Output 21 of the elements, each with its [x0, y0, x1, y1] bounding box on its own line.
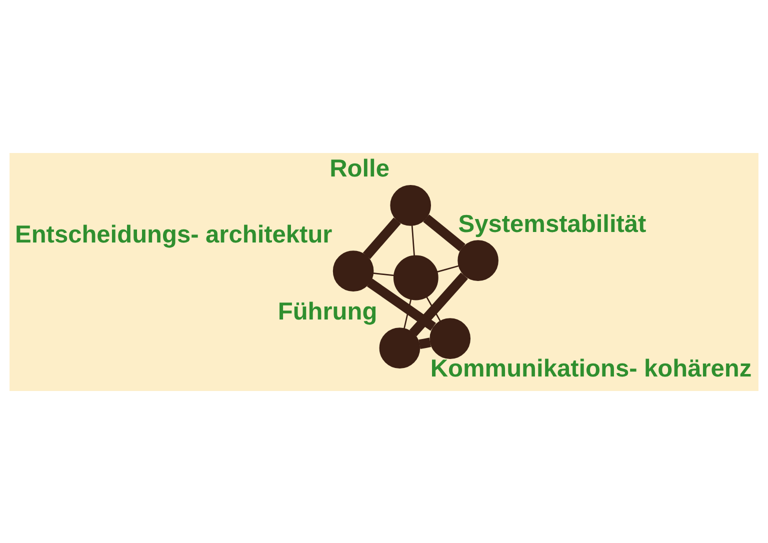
connector [362, 217, 401, 259]
connector [366, 278, 436, 330]
node-circle [430, 318, 471, 358]
node-label: Systemstabilität [458, 210, 646, 238]
node-circle [458, 240, 498, 280]
connector [411, 224, 415, 256]
connector [404, 298, 412, 328]
node-label: Führung [278, 298, 378, 325]
node-circle [390, 184, 431, 226]
node-circle [393, 254, 438, 300]
node-circle [332, 250, 374, 291]
node-label: Kommunikations- kohärenz [430, 355, 752, 382]
connector [436, 264, 459, 272]
node-label: Entscheidungs- architektur [14, 220, 332, 248]
connector [423, 214, 466, 251]
node-circle [379, 327, 420, 368]
node-label: Rolle [330, 155, 390, 182]
connector [426, 296, 441, 322]
connector [409, 272, 468, 336]
connector [373, 272, 394, 276]
connector [418, 337, 432, 349]
